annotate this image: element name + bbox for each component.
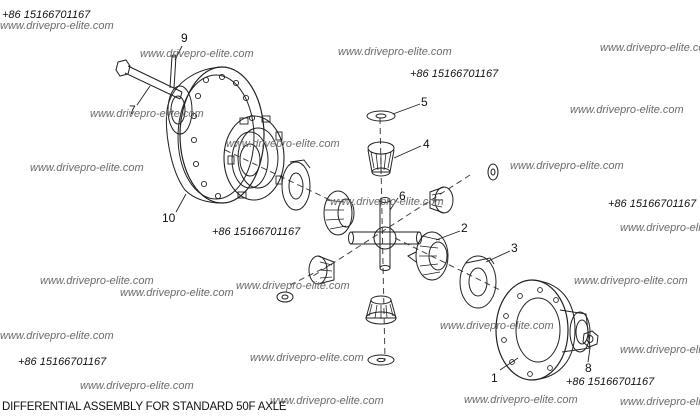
callout-1: 1 (491, 371, 498, 385)
callout-leaders (136, 45, 591, 371)
watermark-text: www.drivepro-elite.com (510, 160, 624, 172)
callout-3: 3 (511, 241, 518, 255)
small-washer-left (276, 291, 294, 303)
diagram-caption: DIFFERENTIAL ASSEMBLY FOR STANDARD 50F A… (2, 401, 287, 413)
phone-number-text: +86 15166701167 (18, 356, 107, 368)
pinion-gear-right (429, 186, 454, 214)
watermark-text: www.drivepro-elite.com (40, 275, 154, 287)
part-5-thrust-washer-top (366, 110, 396, 122)
pinion-gear-bottom (365, 295, 397, 325)
watermark-text: www.drivepro-elite.com (330, 196, 444, 208)
watermark-text: www.drivepro-elite.com (270, 395, 384, 407)
part-4-pinion-gear-top (367, 141, 395, 177)
part-10-case-half (165, 66, 269, 204)
watermark-text: www.drivepro-elite.com (338, 46, 452, 58)
callout-4: 4 (423, 137, 430, 151)
watermark-text: www.drivepro-elite.com (464, 394, 578, 406)
side-gear-left (323, 190, 355, 236)
callout-8: 8 (585, 361, 592, 375)
part-2-side-gear (407, 231, 449, 281)
watermark-text: www.drivepro-elite.com (140, 48, 254, 60)
watermark-text: www.drivepro-elite.com (120, 287, 234, 299)
phone-number-text: +86 15166701167 (212, 226, 301, 238)
part-1-case-half (495, 279, 591, 381)
watermark-text: www.drivepro-elite.com (226, 138, 340, 150)
watermark-text: www.drivepro-elite.com (440, 320, 554, 332)
callout-2: 2 (461, 221, 468, 235)
watermark-text: www.drivepro-elite.com (0, 20, 114, 32)
watermark-text: www.drivepro-elite.com (236, 280, 350, 292)
watermark-text: www.drivepro-elite.com (620, 396, 700, 408)
phone-number-text: +86 15166701167 (410, 68, 499, 80)
watermark-text: www.drivepro-elite.com (250, 352, 364, 364)
watermark-text: www.drivepro-elite.com (574, 275, 688, 287)
callout-10: 10 (162, 211, 176, 225)
part-7-bolt (115, 59, 183, 100)
thrust-washer-bottom (367, 354, 395, 366)
watermark-text: www.drivepro-elite.com (30, 162, 144, 174)
watermark-text: www.drivepro-elite.com (620, 222, 700, 234)
part-8-nut (582, 330, 599, 348)
clutch-ring (223, 115, 285, 201)
phone-number-text: +86 15166701167 (2, 9, 91, 21)
watermark-text: www.drivepro-elite.com (80, 380, 194, 392)
callout-9: 9 (181, 31, 188, 45)
pinion-gear-left (308, 255, 335, 285)
phone-number-text: +86 15166701167 (608, 198, 697, 210)
part-6-spider-cross (348, 197, 422, 271)
small-washer-right (487, 163, 499, 181)
callout-5: 5 (421, 95, 428, 109)
phone-number-text: +86 15166701167 (566, 376, 655, 388)
watermark-text: www.drivepro-elite.com (620, 344, 700, 356)
part-9-pin (169, 54, 177, 89)
callout-7: 7 (129, 103, 136, 117)
watermark-text: www.drivepro-elite.com (0, 330, 114, 342)
callout-6: 6 (399, 189, 406, 203)
watermark-text: www.drivepro-elite.com (90, 108, 204, 120)
part-3-thrust-washer (459, 255, 497, 309)
watermark-text: www.drivepro-elite.com (600, 42, 700, 54)
thrust-washer-left (281, 159, 311, 211)
watermark-text: www.drivepro-elite.com (570, 104, 684, 116)
